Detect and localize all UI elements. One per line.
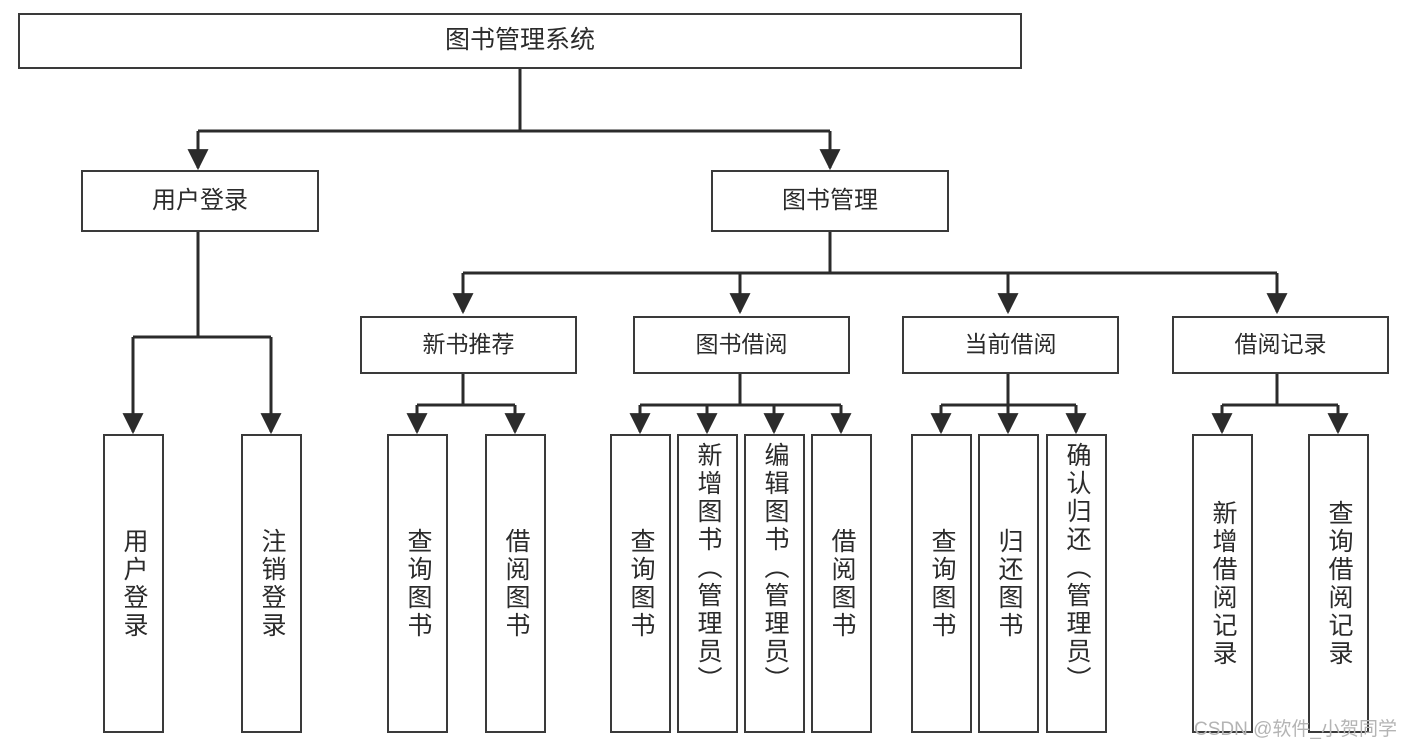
node-leaf-return-book[interactable]: 归还图书 [978,434,1039,733]
node-leaf-add-borrow-record-label: 新增借阅记录 [1209,499,1237,668]
node-leaf-query-book-recommend[interactable]: 查询图书 [387,434,448,733]
node-new-book-recommend-label: 新书推荐 [422,331,515,358]
node-leaf-confirm-return-admin[interactable]: 确认归还（管理员） [1046,434,1107,733]
node-leaf-confirm-return-admin-label: 确认归还（管理员） [1063,442,1091,694]
node-leaf-add-book-admin-label: 新增图书（管理员） [694,442,722,694]
node-borrow-record[interactable]: 借阅记录 [1172,316,1389,374]
node-leaf-borrow-book-recommend-label: 借阅图书 [502,527,530,640]
node-leaf-logout-login[interactable]: 注销登录 [241,434,302,733]
node-leaf-borrow-book[interactable]: 借阅图书 [811,434,872,733]
node-leaf-edit-book-admin-label: 编辑图书（管理员） [761,442,789,694]
node-user-login-label: 用户登录 [152,186,248,214]
node-borrow-record-label: 借阅记录 [1234,331,1327,358]
node-book-management[interactable]: 图书管理 [711,170,949,232]
node-root[interactable]: 图书管理系统 [18,13,1022,69]
node-root-label: 图书管理系统 [444,26,595,55]
node-leaf-logout-login-label: 注销登录 [258,527,286,640]
node-book-borrow-label: 图书借阅 [695,331,788,358]
node-leaf-user-login-label: 用户登录 [120,527,148,640]
node-current-borrow[interactable]: 当前借阅 [902,316,1119,374]
node-leaf-borrow-book-label: 借阅图书 [828,527,856,640]
csdn-watermark: CSDN @软件_小贺同学 [1194,719,1397,740]
node-leaf-query-book-borrow-label: 查询图书 [627,527,655,640]
node-new-book-recommend[interactable]: 新书推荐 [360,316,577,374]
node-leaf-borrow-book-recommend[interactable]: 借阅图书 [485,434,546,733]
node-leaf-user-login[interactable]: 用户登录 [103,434,164,733]
node-leaf-add-borrow-record[interactable]: 新增借阅记录 [1192,434,1253,733]
node-leaf-query-book-current-label: 查询图书 [928,527,956,640]
node-leaf-return-book-label: 归还图书 [995,527,1023,640]
node-leaf-query-borrow-record-label: 查询借阅记录 [1325,499,1353,668]
node-leaf-query-book-recommend-label: 查询图书 [404,527,432,640]
node-leaf-query-book-borrow[interactable]: 查询图书 [610,434,671,733]
node-current-borrow-label: 当前借阅 [964,331,1057,358]
node-leaf-query-borrow-record[interactable]: 查询借阅记录 [1308,434,1369,733]
node-leaf-query-book-current[interactable]: 查询图书 [911,434,972,733]
node-leaf-add-book-admin[interactable]: 新增图书（管理员） [677,434,738,733]
node-user-login[interactable]: 用户登录 [81,170,319,232]
node-book-management-label: 图书管理 [782,186,878,214]
node-book-borrow[interactable]: 图书借阅 [633,316,850,374]
node-leaf-edit-book-admin[interactable]: 编辑图书（管理员） [744,434,805,733]
